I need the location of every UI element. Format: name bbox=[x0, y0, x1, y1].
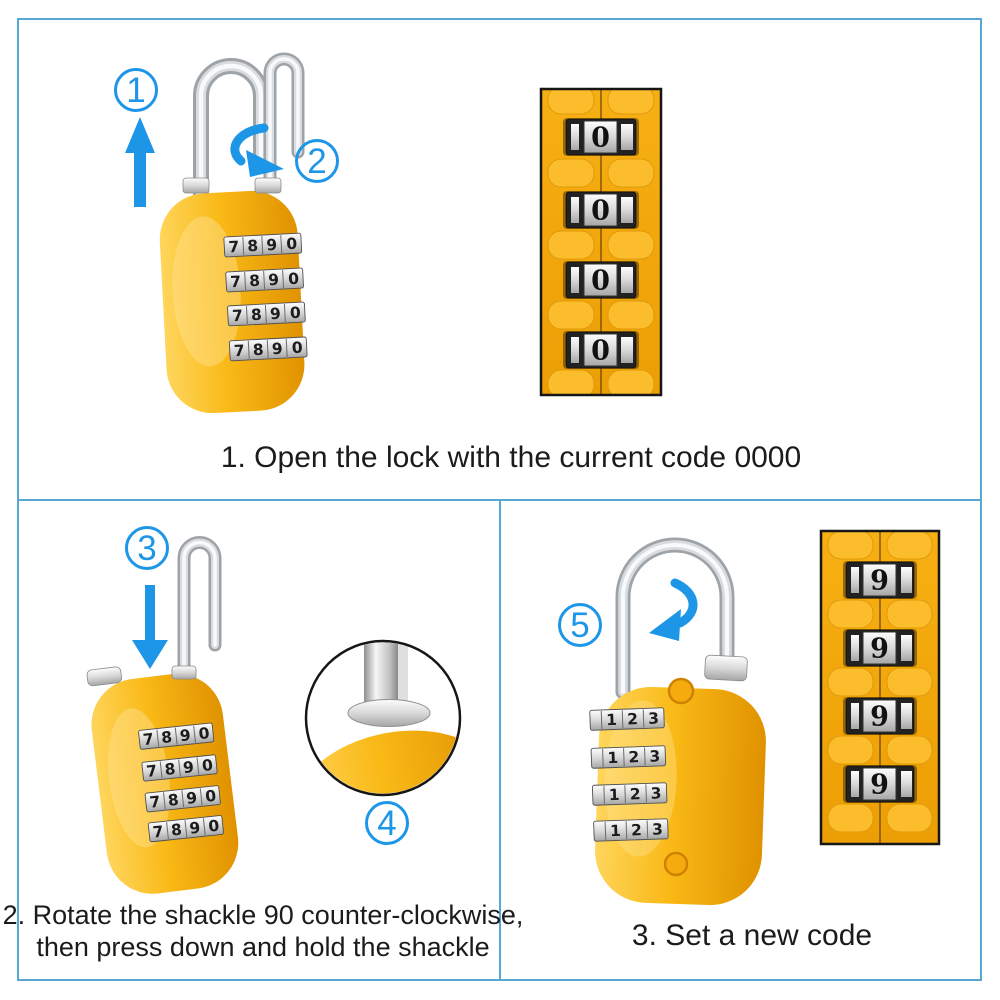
rivet-top bbox=[667, 677, 695, 705]
svg-text:1: 1 bbox=[610, 822, 621, 840]
svg-text:9: 9 bbox=[870, 566, 889, 597]
step2-caption-line1: 2. Rotate the shackle 90 counter-clockwi… bbox=[2, 900, 524, 930]
shackle-rotated bbox=[263, 52, 305, 193]
vertical-divider bbox=[499, 501, 501, 979]
shackle-collar bbox=[704, 654, 748, 682]
svg-text:9: 9 bbox=[266, 236, 278, 255]
down-arrow-icon bbox=[132, 585, 168, 669]
step-badge-2: 2 bbox=[295, 139, 339, 183]
step2-caption: 2. Rotate the shackle 90 counter-clockwi… bbox=[3, 899, 524, 963]
step-badge-3: 3 bbox=[125, 526, 169, 570]
svg-text:0: 0 bbox=[591, 123, 610, 154]
svg-text:0: 0 bbox=[288, 270, 300, 289]
svg-text:8: 8 bbox=[160, 728, 173, 747]
svg-text:3: 3 bbox=[652, 820, 663, 838]
svg-text:8: 8 bbox=[251, 306, 263, 325]
svg-text:0: 0 bbox=[286, 235, 298, 254]
dial-rows: 1 2 3 1 2 3 1 2 bbox=[589, 707, 669, 842]
svg-text:7: 7 bbox=[233, 342, 245, 361]
padlock-shackle-rotated: 7 8 9 0 7 8 9 0 bbox=[86, 536, 239, 894]
svg-text:7: 7 bbox=[142, 730, 155, 749]
rivet-bottom bbox=[663, 851, 689, 877]
svg-text:9: 9 bbox=[182, 758, 195, 777]
svg-text:9: 9 bbox=[270, 305, 282, 324]
svg-text:0: 0 bbox=[204, 787, 217, 806]
svg-text:7: 7 bbox=[145, 762, 158, 781]
svg-text:0: 0 bbox=[591, 196, 610, 227]
step-badge-4: 4 bbox=[365, 801, 409, 845]
svg-text:8: 8 bbox=[247, 237, 259, 256]
svg-text:8: 8 bbox=[252, 341, 264, 360]
step1-illustration: 7 8 9 0 7 8 9 0 bbox=[125, 52, 663, 414]
svg-text:7: 7 bbox=[230, 273, 242, 292]
padlock-closed: 1 2 3 1 2 3 1 2 bbox=[589, 537, 766, 906]
svg-text:3: 3 bbox=[650, 784, 661, 802]
svg-text:0: 0 bbox=[591, 266, 610, 297]
svg-text:9: 9 bbox=[268, 271, 280, 290]
rotate-clockwise-arrow-icon bbox=[230, 123, 284, 177]
dial-closeup-panel-0000: 0 0 0 0 bbox=[539, 87, 663, 397]
svg-text:8: 8 bbox=[249, 272, 261, 291]
horizontal-divider bbox=[19, 499, 980, 501]
step2-caption-line2: then press down and hold the shackle bbox=[36, 932, 490, 962]
svg-text:9: 9 bbox=[189, 819, 202, 838]
svg-text:9: 9 bbox=[271, 340, 283, 359]
svg-text:0: 0 bbox=[591, 336, 610, 367]
shackle-collar-right bbox=[254, 177, 282, 194]
step-badge-1: 1 bbox=[114, 68, 158, 112]
svg-text:2: 2 bbox=[628, 748, 639, 766]
rotate-counterclockwise-arrow-icon bbox=[649, 578, 698, 641]
svg-text:3: 3 bbox=[649, 747, 660, 765]
svg-text:7: 7 bbox=[149, 793, 162, 812]
svg-text:0: 0 bbox=[290, 304, 302, 323]
outer-border bbox=[17, 18, 982, 981]
padlock-open: 7 8 9 0 7 8 9 0 bbox=[159, 52, 308, 414]
lock-body bbox=[159, 190, 305, 414]
svg-text:0: 0 bbox=[291, 339, 303, 358]
svg-text:8: 8 bbox=[167, 791, 180, 810]
svg-text:2: 2 bbox=[629, 785, 640, 803]
dial-rows: 7 8 9 0 7 8 9 0 bbox=[223, 232, 308, 362]
step1-caption: 1. Open the lock with the current code 0… bbox=[220, 441, 802, 474]
dial-rows: 7 8 9 0 7 8 9 0 bbox=[138, 722, 224, 843]
shackle-hook bbox=[177, 536, 222, 687]
up-arrow-icon bbox=[125, 117, 155, 207]
svg-text:7: 7 bbox=[232, 307, 244, 326]
svg-text:8: 8 bbox=[170, 821, 183, 840]
svg-text:0: 0 bbox=[198, 724, 211, 743]
svg-text:1: 1 bbox=[608, 786, 619, 804]
svg-text:7: 7 bbox=[228, 238, 240, 257]
lock-body bbox=[595, 686, 766, 906]
shackle-closed bbox=[615, 537, 735, 700]
svg-text:9: 9 bbox=[185, 789, 198, 808]
step2-illustration: 7 8 9 0 7 8 9 0 bbox=[86, 536, 462, 894]
svg-text:8: 8 bbox=[164, 760, 177, 779]
svg-text:7: 7 bbox=[152, 823, 165, 842]
svg-text:2: 2 bbox=[631, 821, 642, 839]
svg-text:9: 9 bbox=[870, 702, 889, 733]
step3-caption: 3. Set a new code bbox=[631, 919, 873, 952]
shackle-closeup-magnifier bbox=[304, 639, 462, 797]
dial-closeup-panel-9: 9 9 9 9 bbox=[819, 529, 941, 846]
shackle-original bbox=[193, 58, 269, 202]
svg-text:0: 0 bbox=[207, 817, 220, 836]
shackle-collar-left bbox=[182, 177, 210, 194]
shackle-entry-collar bbox=[171, 665, 197, 680]
svg-text:9: 9 bbox=[870, 770, 889, 801]
step3-illustration: 1 2 3 1 2 3 1 2 bbox=[589, 529, 941, 906]
svg-text:2: 2 bbox=[627, 710, 638, 728]
svg-text:0: 0 bbox=[201, 756, 214, 775]
svg-text:3: 3 bbox=[648, 709, 659, 727]
svg-text:9: 9 bbox=[870, 634, 889, 665]
svg-text:1: 1 bbox=[607, 749, 618, 767]
svg-text:9: 9 bbox=[179, 726, 192, 745]
svg-text:1: 1 bbox=[606, 711, 617, 729]
step-badge-5: 5 bbox=[558, 603, 602, 647]
